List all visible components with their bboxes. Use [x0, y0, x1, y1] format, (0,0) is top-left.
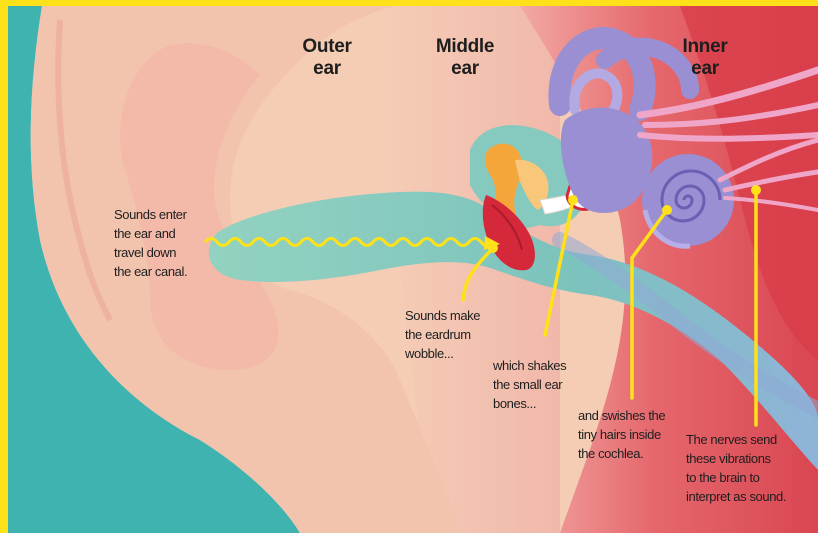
- label-outer-ear: Outer ear: [287, 36, 367, 80]
- label-middle-ear: Middle ear: [423, 36, 507, 80]
- label-inner-ear: Inner ear: [665, 36, 745, 80]
- callout-eardrum: Sounds make the eardrum wobble...: [405, 306, 515, 363]
- callout-sounds-enter: Sounds enter the ear and travel down the…: [114, 205, 224, 281]
- callout-bones: which shakes the small ear bones...: [493, 356, 603, 413]
- pointer-dot-cochlea: [662, 205, 672, 215]
- callout-nerves: The nerves send these vibrations to the …: [686, 430, 814, 506]
- pointer-dot-eardrum: [488, 243, 498, 253]
- pointer-dot-bones: [568, 195, 578, 205]
- pointer-dot-nerves: [751, 185, 761, 195]
- callout-hairs: and swishes the tiny hairs inside the co…: [578, 406, 698, 463]
